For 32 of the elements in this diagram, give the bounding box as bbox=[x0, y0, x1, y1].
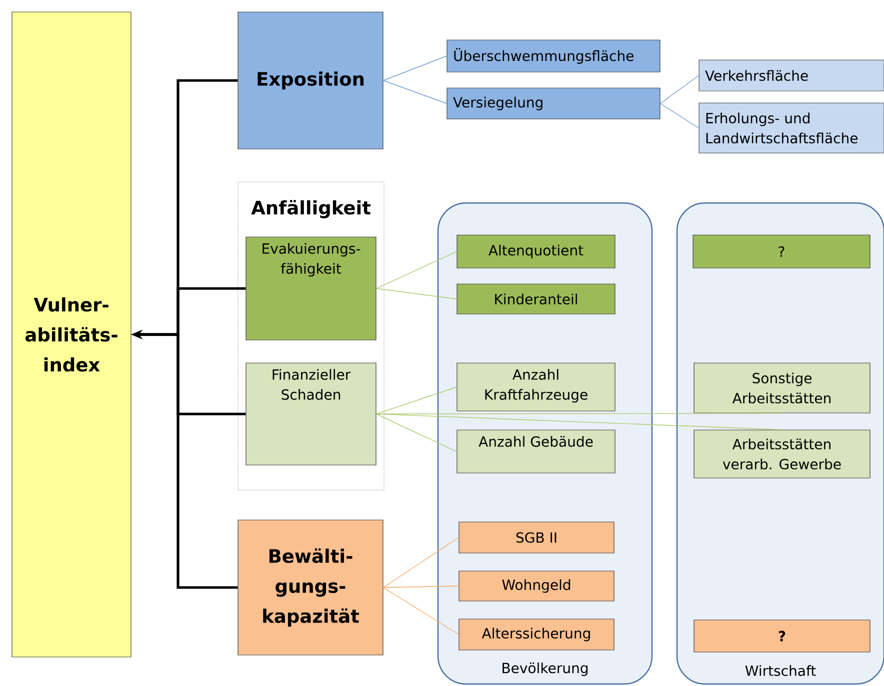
indicator-box: Kinderanteil bbox=[456, 284, 616, 314]
connector bbox=[376, 386, 458, 414]
connector bbox=[376, 414, 458, 452]
connector bbox=[660, 75, 700, 104]
indicator-box: Erholungs- und Landwirtschaftsfläche bbox=[698, 102, 884, 154]
indicator-box: Anzahl Gebäude bbox=[456, 430, 616, 474]
indicator-box: Verkehrsfläche bbox=[698, 60, 884, 92]
indicator-box: Altenquotient bbox=[456, 234, 616, 268]
indicator-box: ? bbox=[692, 234, 870, 268]
category-box: Bewälti- gungs- kapazität bbox=[238, 520, 384, 656]
connector bbox=[376, 251, 458, 289]
indicator-box: Wohngeld bbox=[458, 570, 614, 602]
indicator-box: Arbeitsstätten verarb. Gewerbe bbox=[694, 430, 870, 478]
connector bbox=[382, 537, 460, 588]
connector bbox=[382, 587, 460, 635]
connector bbox=[382, 56, 448, 81]
connector bbox=[376, 288, 458, 300]
connector bbox=[660, 103, 700, 128]
indicator-box: Alterssicherung bbox=[458, 618, 614, 650]
indicator-box: Versiegelung bbox=[446, 88, 660, 120]
connector bbox=[382, 80, 448, 104]
category-box: Evakuierungs- fähigkeit bbox=[246, 236, 376, 340]
category-box: Exposition bbox=[238, 12, 384, 150]
indicator-box: SGB II bbox=[458, 522, 614, 554]
category-box: Finanzieller Schaden bbox=[246, 362, 376, 466]
indicator-box: Sonstige Arbeitsstätten bbox=[694, 362, 870, 414]
indicator-box: Anzahl Kraftfahrzeuge bbox=[456, 362, 616, 412]
indicator-box: ? bbox=[694, 620, 870, 652]
indicator-box: Überschwemmungsfläche bbox=[446, 40, 660, 72]
index-box: Vulner- abilitäts- index bbox=[12, 12, 132, 658]
connector bbox=[376, 414, 782, 430]
connector bbox=[382, 586, 460, 588]
